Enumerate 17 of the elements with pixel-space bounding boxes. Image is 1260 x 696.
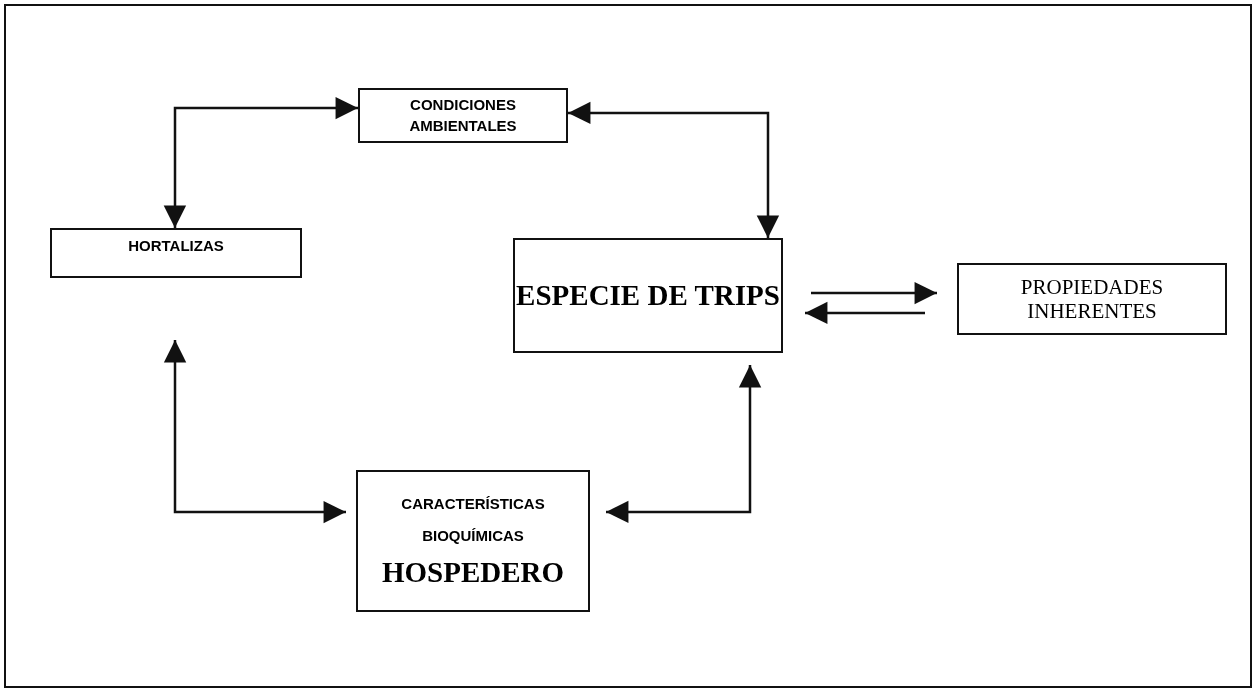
arrow <box>163 96 358 228</box>
process-box <box>358 88 568 143</box>
process-box <box>957 263 1227 335</box>
process-box <box>513 238 783 353</box>
process-box <box>356 470 590 612</box>
node-label: ESPECIE DE TRIPS <box>516 278 780 314</box>
arrow <box>568 101 780 238</box>
node-label: PROPIEDADES INHERENTES <box>1019 274 1165 324</box>
node-label: HORTALIZAS <box>128 236 224 256</box>
arrow <box>606 365 762 524</box>
process-box <box>50 228 302 278</box>
node-label: CONDICIONES AMBIENTALES <box>408 95 518 136</box>
node-label: HOSPEDERO <box>381 555 565 591</box>
arrow <box>163 340 346 524</box>
arrow <box>811 281 937 305</box>
node-label: CARACTERÍSTICAS BIOQUÍMICAS <box>400 494 546 546</box>
arrow <box>805 301 925 325</box>
